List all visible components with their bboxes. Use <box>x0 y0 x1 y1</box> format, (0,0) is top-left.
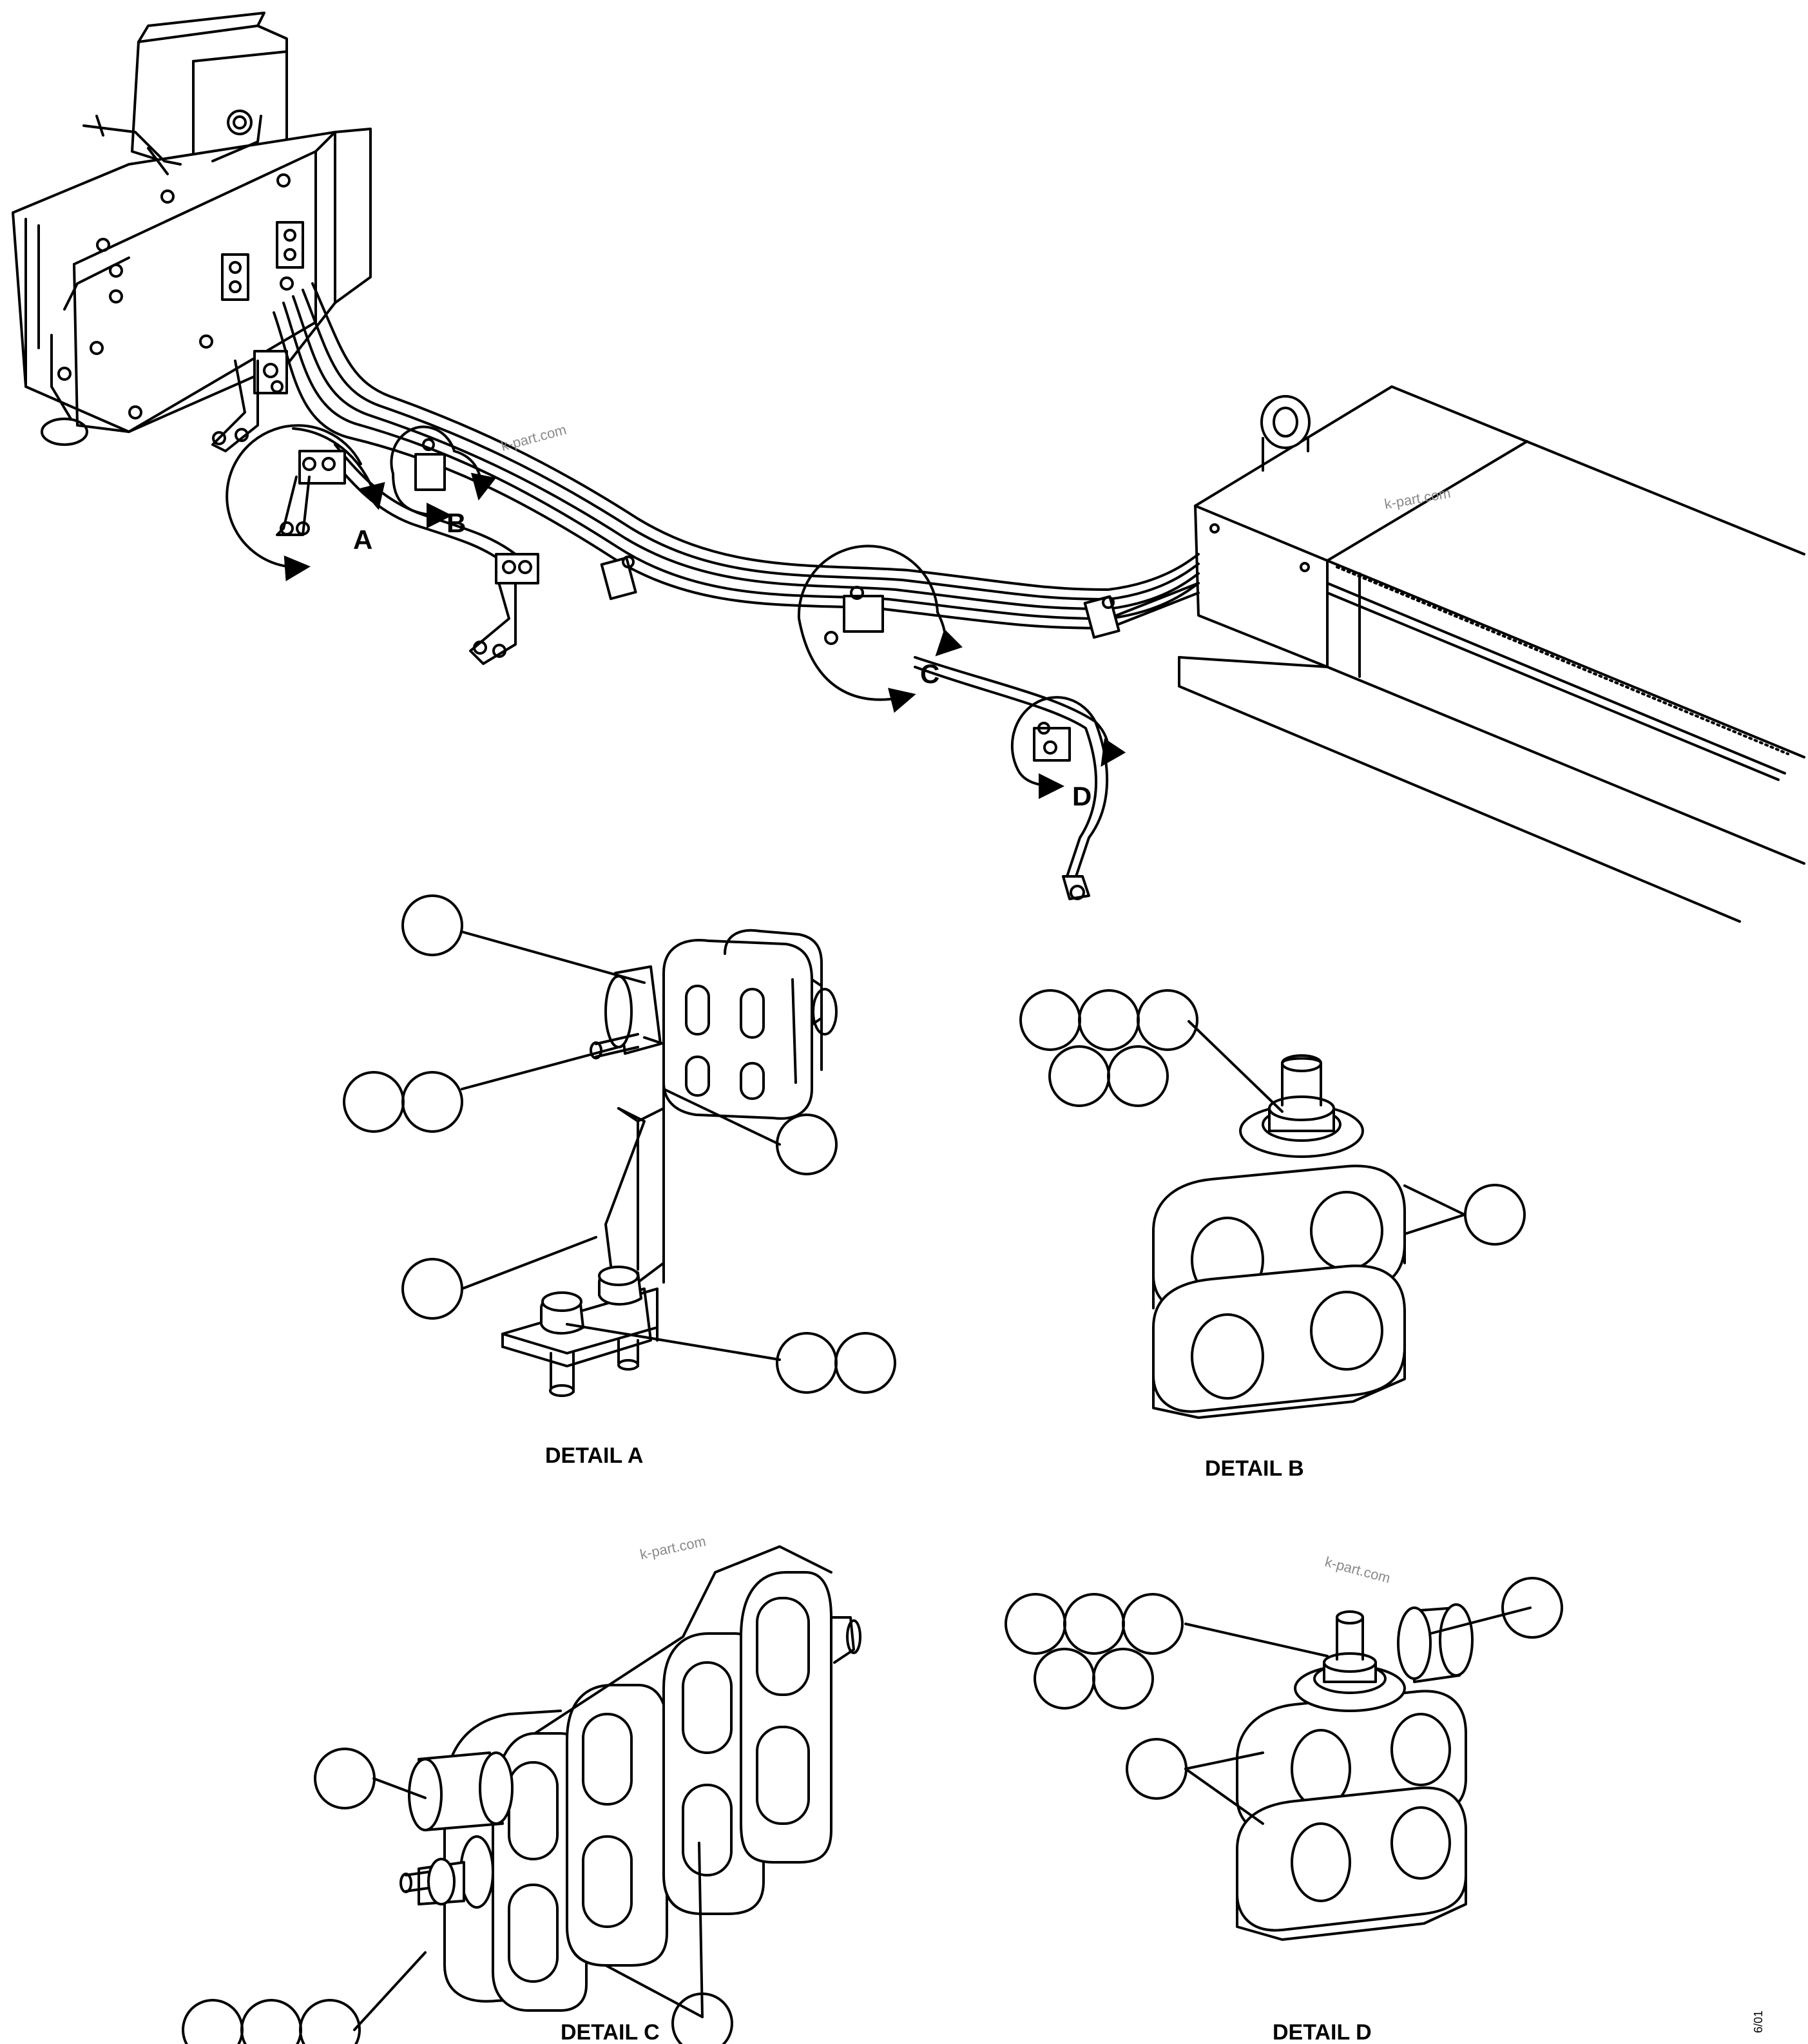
detail-c-title: DETAIL C <box>561 2020 660 2044</box>
detail-d-balloons <box>1005 1577 1563 1800</box>
watermark-1: k-part.com <box>499 421 568 454</box>
detail-a-balloons <box>343 894 896 1394</box>
control-box <box>12 12 372 446</box>
label-a: A <box>353 525 372 555</box>
cable-harness <box>273 282 1200 878</box>
detail-callout-c <box>797 545 963 713</box>
detail-a-title: DETAIL A <box>545 1443 643 1468</box>
detail-b-drawing <box>1152 1054 1406 1419</box>
detail-c-leaders <box>353 1777 704 2031</box>
detail-a-leaders <box>461 930 781 1361</box>
drawing-code: 6/01 <box>1752 2010 1765 2033</box>
detail-c-drawing <box>399 1545 861 2012</box>
battery-tray <box>1178 385 1805 923</box>
detail-a-drawing <box>501 929 838 1397</box>
watermark-3: k-part.com <box>639 1533 707 1563</box>
label-b: B <box>447 508 466 538</box>
watermark-4: k-part.com <box>1323 1554 1392 1586</box>
bracket-lower <box>469 553 539 665</box>
bracket-upper <box>211 360 259 452</box>
detail-b-title: DETAIL B <box>1205 1456 1304 1481</box>
cable-terminal <box>1062 875 1090 900</box>
detail-c-balloons <box>182 1748 733 2044</box>
label-d: D <box>1072 781 1092 811</box>
detail-callout-d <box>1010 696 1126 799</box>
detail-d-leaders <box>1184 1606 1532 1825</box>
detail-callout-a <box>226 424 385 581</box>
detail-d-drawing <box>1236 1603 1474 1941</box>
detail-b-balloons <box>1019 989 1526 1246</box>
detail-b-leaders <box>1188 1020 1466 1235</box>
label-c: C <box>920 659 939 689</box>
detail-callout-b <box>390 425 497 528</box>
detail-d-title: DETAIL D <box>1273 2020 1372 2044</box>
